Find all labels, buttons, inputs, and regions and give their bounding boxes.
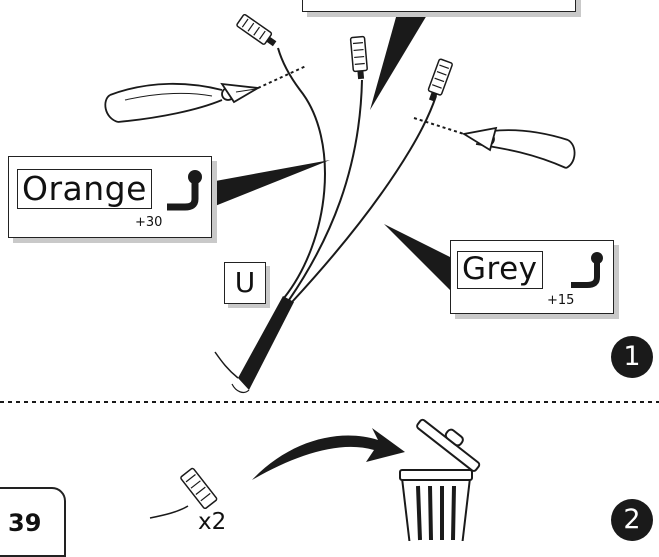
- wire-color-orange: Orange: [17, 169, 152, 209]
- label-orange: Orange +30: [8, 156, 212, 238]
- connector-icon: [427, 58, 453, 102]
- cable-gland-icon: [571, 252, 603, 288]
- callout-pointer-top: [370, 10, 430, 110]
- cut-line-left: [257, 65, 307, 89]
- cut-line-right: [413, 117, 465, 135]
- connector-icon: [349, 35, 368, 80]
- wire-middle: [288, 79, 363, 301]
- wiring-illustration: [0, 10, 659, 541]
- step-number-2: 2: [611, 499, 653, 541]
- arrow-icon: [252, 428, 405, 480]
- top-callout-box: [302, 0, 576, 12]
- connector-icon: [180, 467, 218, 510]
- cable-gland-icon: [167, 170, 202, 211]
- connector-icon: [236, 13, 277, 47]
- trash-can-icon: [399, 418, 481, 541]
- u-marker-label: U: [224, 262, 266, 304]
- quantity-label: x2: [198, 509, 227, 535]
- length-offset-grey: +15: [547, 293, 575, 308]
- page-number-tab: 39: [0, 487, 66, 557]
- page-number: 39: [8, 509, 42, 537]
- callout-pointer-orange: [210, 160, 330, 208]
- wire-color-grey: Grey: [457, 251, 543, 289]
- step-number-1: 1: [611, 336, 653, 378]
- pliers-icon: [104, 82, 261, 123]
- wire-grey: [291, 95, 437, 303]
- wire-orange: [277, 47, 326, 299]
- wire-icon: [149, 505, 189, 519]
- cable-sheath: [214, 296, 294, 394]
- label-grey: Grey +15: [450, 240, 614, 314]
- length-offset-orange: +30: [135, 215, 163, 230]
- pliers-icon: [461, 126, 576, 169]
- callout-pointer-grey: [384, 224, 452, 292]
